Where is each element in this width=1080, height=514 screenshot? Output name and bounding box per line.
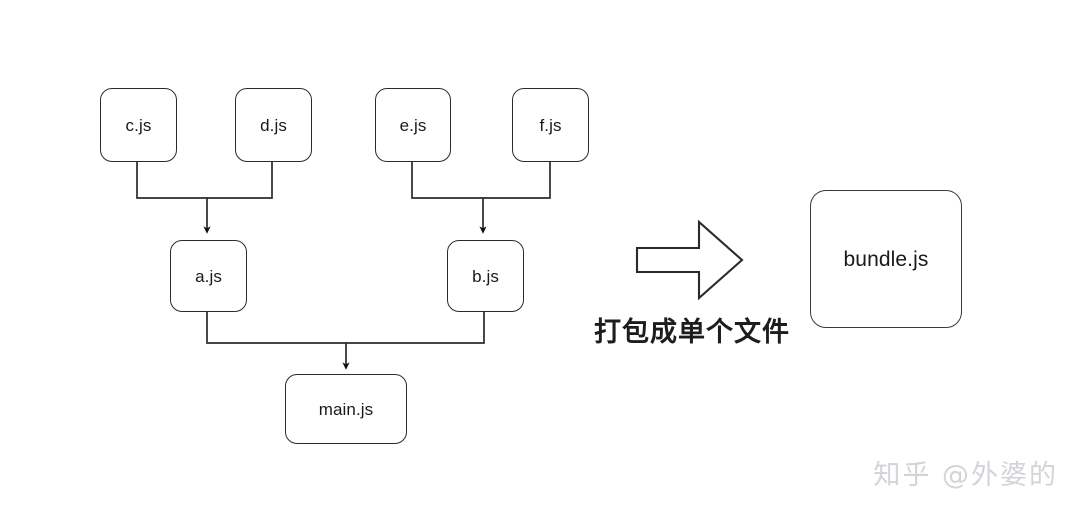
edge-a-to-main [206, 312, 350, 370]
node-bundle-js[interactable]: bundle.js [810, 190, 962, 328]
node-a-js[interactable]: a.js [170, 240, 247, 312]
node-label: a.js [195, 266, 222, 286]
node-label: main.js [318, 399, 374, 419]
node-label: d.js [260, 115, 287, 135]
edge-b-to-main [346, 312, 485, 344]
node-d-js[interactable]: d.js [235, 88, 312, 162]
edge-e-to-b [411, 162, 487, 234]
edge-d-to-a [207, 162, 273, 199]
bundle-caption: 打包成单个文件 [594, 317, 790, 348]
node-main-js[interactable]: main.js [285, 374, 407, 444]
node-f-js[interactable]: f.js [512, 88, 589, 162]
node-label: e.js [399, 115, 427, 135]
node-e-js[interactable]: e.js [375, 88, 451, 162]
edge-c-to-a [136, 162, 211, 234]
node-c-js[interactable]: c.js [100, 88, 177, 162]
watermark: 知乎 @外婆的 [873, 460, 1058, 491]
block-arrow-right-icon [635, 219, 744, 301]
node-label: b.js [472, 266, 499, 286]
edge-f-to-b [483, 162, 551, 199]
node-b-js[interactable]: b.js [447, 240, 524, 312]
node-label: f.js [539, 115, 562, 135]
node-label: bundle.js [843, 247, 929, 271]
node-label: c.js [125, 115, 152, 135]
